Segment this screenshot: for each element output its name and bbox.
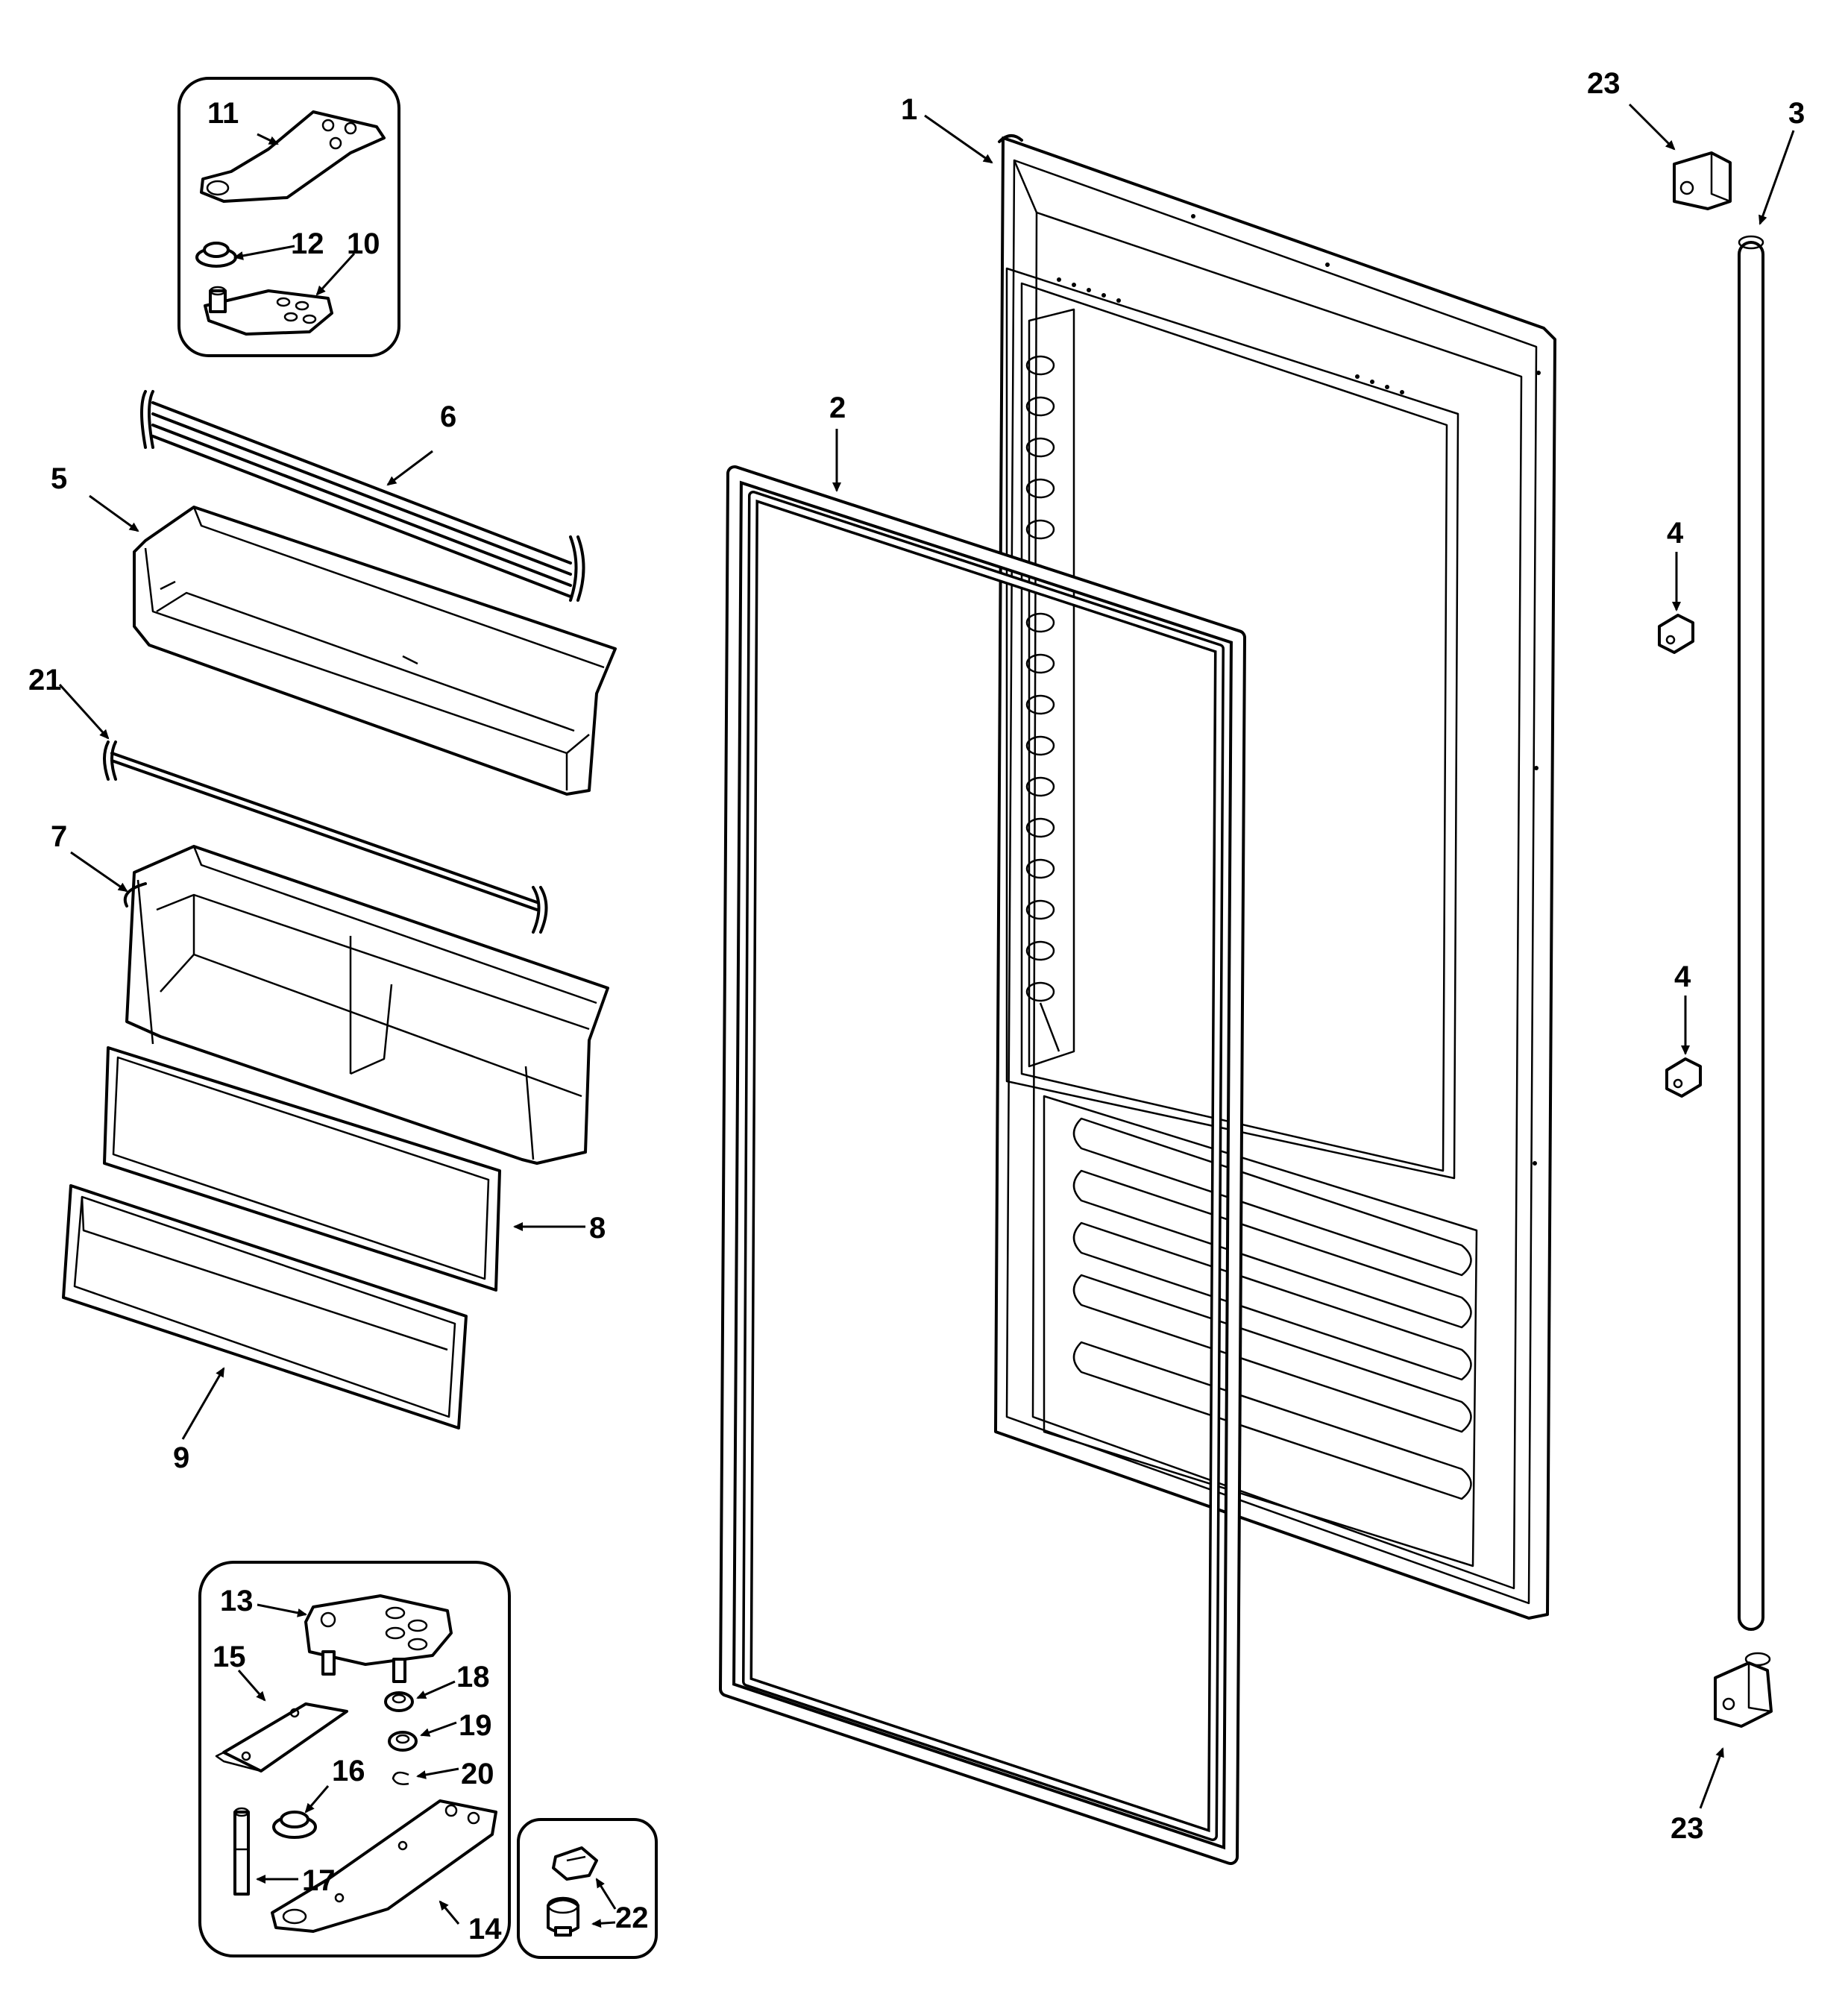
- hinge-pin-part-17: [233, 1807, 250, 1896]
- bushing-part-16: [272, 1811, 317, 1839]
- door-panel-part-8: [103, 1046, 585, 1292]
- handle-clip-upper-part-4: [1658, 552, 1694, 654]
- callout-8: 8: [589, 1212, 606, 1245]
- callout-23-bottom: 23: [1671, 1812, 1704, 1845]
- callout-2: 2: [829, 391, 846, 424]
- upper-hinge-part-11: [200, 110, 386, 203]
- callout-20: 20: [461, 1758, 494, 1790]
- bushing-part-12: [195, 242, 237, 268]
- handle-cap-bottom-part-23: [1699, 1652, 1773, 1809]
- callout-labels: 1 2 3 4 4 5 6 7 8 9 10 11 12 13 14 15 16…: [28, 67, 1805, 1946]
- door-bar-part-6: [140, 390, 585, 602]
- callout-19: 19: [459, 1709, 492, 1742]
- door-shelf-part-5: [89, 494, 617, 796]
- door-shelf-part-7: [70, 845, 609, 1165]
- callout-3: 3: [1788, 97, 1805, 130]
- washer-part-19: [388, 1731, 418, 1752]
- hinge-shim-part-15: [215, 1702, 348, 1773]
- fastener-inset: [517, 1818, 658, 1959]
- door-gasket-part-2: [719, 429, 1246, 1865]
- callout-23-top: 23: [1587, 67, 1621, 100]
- upper-hinge-inset: [177, 77, 400, 357]
- clip-part-20: [392, 1771, 409, 1785]
- callout-22: 22: [615, 1902, 649, 1934]
- callout-14: 14: [468, 1913, 502, 1946]
- callout-12: 12: [291, 227, 324, 260]
- callout-17: 17: [302, 1864, 336, 1897]
- callout-16: 16: [332, 1755, 365, 1787]
- shelf-rail: [1025, 308, 1075, 1068]
- clip-fastener-part-22: [552, 1846, 598, 1881]
- callout-10: 10: [347, 227, 380, 260]
- door-handle-part-3: [1738, 130, 1795, 1631]
- callout-4-upper: 4: [1667, 517, 1684, 550]
- plug-part-22: [547, 1896, 579, 1937]
- door-bar-part-21: [58, 683, 548, 934]
- callout-7: 7: [51, 820, 67, 853]
- callout-13: 13: [220, 1585, 254, 1617]
- bottom-hinge-part-14: [271, 1799, 497, 1933]
- handle-cap-top-part-23: [1628, 103, 1732, 210]
- callout-11: 11: [207, 97, 239, 130]
- lower-hinge-inset: [198, 1561, 511, 1957]
- callout-4-lower: 4: [1674, 960, 1691, 993]
- door-panel-part-9: [62, 1184, 468, 1440]
- callout-6: 6: [440, 400, 456, 433]
- callout-21: 21: [28, 664, 62, 696]
- handle-clip-lower-part-4: [1665, 996, 1702, 1098]
- hinge-plate-part-13: [304, 1594, 453, 1683]
- callout-1: 1: [901, 93, 917, 126]
- door-lower-panel: [1043, 1095, 1478, 1567]
- callout-18: 18: [456, 1661, 490, 1693]
- washer-part-18: [384, 1691, 414, 1712]
- hinge-plate-part-10: [204, 286, 333, 336]
- callout-9: 9: [173, 1441, 189, 1474]
- refrigerator-door-part-1: [924, 114, 1556, 1620]
- callout-15: 15: [213, 1641, 246, 1673]
- callout-5: 5: [51, 462, 67, 495]
